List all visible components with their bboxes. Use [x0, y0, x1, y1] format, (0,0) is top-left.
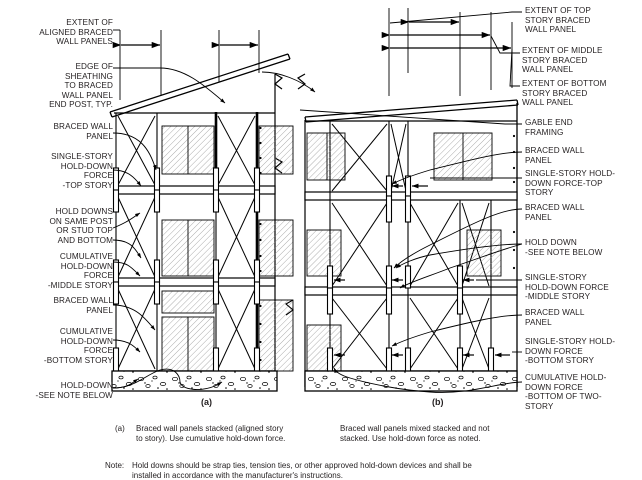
foundation-b	[304, 370, 518, 392]
label-extent-middle-story-braced-wall-panel: EXTENT OF MIDDLE STORY BRACED WALL PANEL	[522, 46, 603, 75]
label-braced-wall-panel-r2: BRACED WALL PANEL	[525, 203, 585, 222]
label-extent-aligned-braced-wall-panels: EXTENT OF ALIGNED BRACED WALL PANELS	[39, 18, 113, 47]
label-hold-down-see-note-below-right: HOLD DOWN -SEE NOTE BELOW	[525, 238, 603, 257]
dimension-arrows-b	[381, 18, 512, 52]
label-braced-wall-panel-top: BRACED WALL PANEL	[53, 122, 113, 141]
label-single-story-hold-down-force-top-story-r: SINGLE-STORY HOLD- DOWN FORCE-TOP STORY	[525, 169, 616, 198]
label-braced-wall-panel-mid: BRACED WALL PANEL	[53, 296, 113, 315]
figure-label-b: (b)	[432, 397, 444, 407]
caption-a-body: Braced wall panels stacked (aligned stor…	[136, 424, 286, 443]
note-body: Hold downs should be strap ties, tension…	[132, 461, 472, 480]
figure-label-a: (a)	[201, 397, 212, 407]
break-line-a2	[285, 299, 294, 316]
note-key: Note:	[105, 461, 125, 470]
dimension-witness-lines-a	[119, 30, 260, 100]
label-braced-wall-panel-r1: BRACED WALL PANEL	[525, 146, 585, 165]
leaders-left	[112, 29, 226, 390]
building-b	[296, 8, 519, 392]
label-edge-of-sheathing: EDGE OF SHEATHING TO BRACED WALL PANEL E…	[49, 62, 113, 110]
openings-a	[161, 125, 294, 372]
openings-b	[306, 132, 502, 372]
break-line-b	[296, 73, 306, 90]
label-braced-wall-panel-r3: BRACED WALL PANEL	[525, 308, 585, 327]
hold-down-force-arrows-b	[333, 183, 510, 358]
label-extent-bottom-story-braced-wall-panel: EXTENT OF BOTTOM STORY BRACED WALL PANEL	[522, 79, 607, 108]
label-gable-end-framing: GABLE END FRAMING	[525, 118, 573, 137]
building-a	[109, 30, 294, 392]
hold-down-straps-b	[326, 175, 495, 381]
roof-a	[109, 53, 291, 118]
label-single-story-hold-down-force-bottom-story: SINGLE-STORY HOLD- DOWN FORCE -BOTTOM ST…	[525, 337, 616, 366]
caption-a-key: (a)	[115, 424, 125, 433]
label-single-story-hold-down-force-top-story: SINGLE-STORY HOLD-DOWN FORCE -TOP STORY	[51, 152, 113, 190]
interior-arrows	[261, 71, 316, 93]
label-hold-downs-same-post: HOLD DOWNS ON SAME POST OR STUD TOP AND …	[49, 207, 113, 245]
label-single-story-hold-down-force-middle-story: SINGLE-STORY HOLD-DOWN FORCE -MIDDLE STO…	[525, 273, 609, 302]
label-extent-top-story-braced-wall-panel: EXTENT OF TOP STORY BRACED WALL PANEL	[525, 6, 591, 35]
label-cumulative-hold-down-force-bottom-story: CUMULATIVE HOLD-DOWN FORCE -BOTTOM STORY	[43, 327, 113, 365]
label-hold-down-see-note-below-left: HOLD-DOWN -SEE NOTE BELOW	[35, 381, 113, 400]
caption-b-body: Braced wall panels mixed stacked and not…	[340, 424, 490, 443]
leaders-right	[299, 11, 523, 393]
sheathing-nail-dots-b	[512, 134, 516, 270]
label-cumulative-hold-down-force-bottom-two-story: CUMULATIVE HOLD- DOWN FORCE -BOTTOM OF T…	[525, 373, 607, 411]
brace-x-a	[117, 115, 256, 370]
roof-b	[304, 99, 519, 123]
foundation-a	[111, 370, 278, 392]
label-cumulative-hold-down-force-middle-story: CUMULATIVE HOLD-DOWN FORCE -MIDDLE STORY	[47, 252, 113, 290]
